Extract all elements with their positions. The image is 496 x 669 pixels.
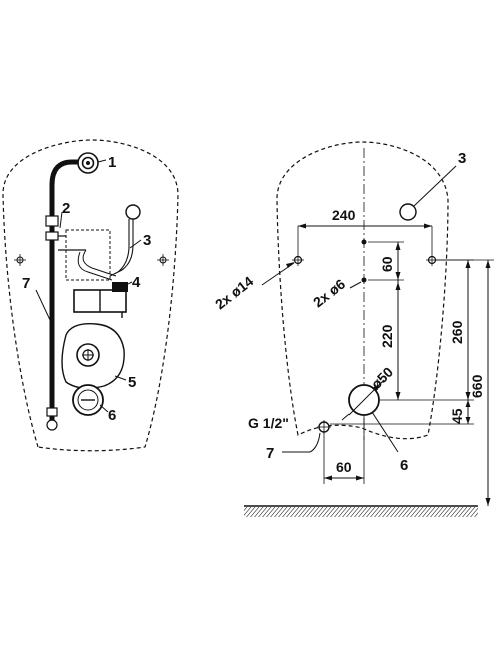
spray-nozzle xyxy=(77,152,99,174)
dim-220: 220 xyxy=(379,324,395,348)
dim-60-vertical: 60 xyxy=(379,256,395,272)
callout-6: 6 xyxy=(108,407,116,424)
control-unit xyxy=(73,282,128,318)
drain-outlet xyxy=(72,384,104,416)
dim-240: 240 xyxy=(332,207,356,223)
dim-660: 660 xyxy=(469,374,485,398)
label-large-holes: 2x ø14 xyxy=(212,273,256,313)
small-hole-upper xyxy=(361,239,367,245)
callout-4: 4 xyxy=(132,274,141,291)
callout-2: 2 xyxy=(62,200,70,217)
floor-line xyxy=(244,505,478,517)
dim-260: 260 xyxy=(449,320,465,344)
right-callout-6: 6 xyxy=(400,457,408,474)
left-mount-hole-right xyxy=(157,254,169,266)
left-bowl-outline xyxy=(2,139,179,452)
right-callout-3: 3 xyxy=(458,150,466,167)
supply-inlet xyxy=(317,420,331,434)
label-small-holes: 2x ø6 xyxy=(310,276,348,311)
right-callout-7: 7 xyxy=(266,445,274,462)
small-hole-lower xyxy=(361,277,367,283)
right-view: 3 240 60 220 xyxy=(212,141,494,517)
callout-3: 3 xyxy=(143,232,151,249)
left-view: 1 2 3 4 5 6 7 xyxy=(2,139,179,452)
label-thread-size: G 1/2" xyxy=(248,415,289,431)
mount-hole-left xyxy=(292,254,304,266)
dim-60-horizontal: 60 xyxy=(336,459,352,475)
dim-45: 45 xyxy=(449,408,465,424)
callout-7: 7 xyxy=(22,275,30,292)
sensor xyxy=(109,204,141,277)
callout-1: 1 xyxy=(108,154,116,171)
right-bowl-outline xyxy=(276,141,449,440)
mount-hole-right xyxy=(426,254,438,266)
sensor-window xyxy=(399,203,417,221)
callout-5: 5 xyxy=(128,374,136,391)
left-mount-hole-left xyxy=(14,254,26,266)
valve-housing xyxy=(65,229,111,281)
